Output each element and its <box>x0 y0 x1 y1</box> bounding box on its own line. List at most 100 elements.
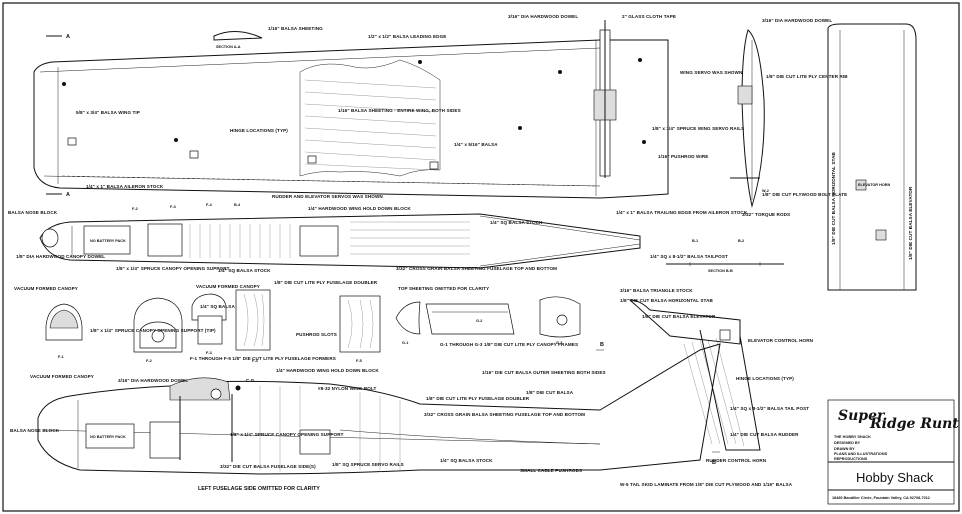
part-tag-f2: F-2 <box>132 207 138 211</box>
canopy-and-formers <box>45 289 581 353</box>
label-stab-vertical: 1/8" DIE CUT BALSA HORIZONTAL STAB <box>831 151 836 245</box>
label-hardwood-dowel-top: 3/16" DIA HARDWOOD DOWEL <box>508 14 578 19</box>
part-tag-g1: G-1 <box>402 341 408 345</box>
label-stab-right-vertical: 1/8" DIE CUT BALSA ELEVATOR <box>908 186 913 260</box>
label-sq-balsa: 1/4" SQ BALSA <box>200 304 235 309</box>
label-balsa-nose: BALSA NOSE BLOCK <box>8 210 58 215</box>
section-a-tag-bottom: A <box>66 192 70 198</box>
part-tag-f3-b: F-3 <box>206 351 212 355</box>
label-die-cut-balsa: 1/8" DIE CUT BALSA <box>526 390 574 395</box>
horizontal-stab-view <box>827 23 917 291</box>
label-aileron-stock: 1/4" x 1" BALSA AILERON STOCK <box>86 184 164 189</box>
section-b-tag-bottom: B <box>712 460 716 466</box>
label-tail-skid: W-5 TAIL SKID LAMINATE FROM 1/8" DIE CUT… <box>620 482 793 487</box>
label-hinge-locations-tail: HINGE LOCATIONS (TYP) <box>736 376 794 381</box>
part-tag-b1: B-1 <box>692 239 698 243</box>
part-tag-b4: B-4 <box>234 203 241 207</box>
brand-ridge-runt: Ridge Runt <box>869 416 959 432</box>
label-elevator-horn: ELEVATOR CONTROL HORN <box>748 338 814 343</box>
label-canopy-dowel: 1/8" DIA HARDWOOD CANOPY DOWEL <box>16 254 105 259</box>
label-section-b: SECTION B-B <box>708 269 733 273</box>
fuselage-side-view <box>37 343 721 475</box>
label-hardwood-wing: 1/4" HARDWOOD WING HOLD DOWN BLOCK <box>276 368 379 373</box>
label-cg: C.G. <box>246 378 256 383</box>
label-left-side: LEFT FUSELAGE SIDE OMITTED FOR CLARITY <box>198 486 320 492</box>
label-cross-grain-side: 3/32" CROSS GRAIN BALSA SHEETING FUSELAG… <box>424 412 585 417</box>
part-tag-w2: W-2 <box>762 189 769 193</box>
label-horiz-stab: 1/8" DIE CUT BALSA HORIZONTAL STAB <box>620 298 714 303</box>
part-tag-f4: F-4 <box>206 203 213 207</box>
label-elevator-horn-vertical: ELEVATOR HORN <box>858 183 891 187</box>
label-vac-canopy: VACUUM FORMED CANOPY <box>14 286 78 291</box>
label-rib: 1/8" DIE CUT LITE PLY CENTER RIB <box>766 74 848 79</box>
label-spruce-servo-rails: 1/8" SQ SPRUCE SERVO RAILS <box>332 462 404 467</box>
title-block <box>827 399 955 505</box>
label-glass-tape: 2" GLASS CLOTH TAPE <box>622 14 676 19</box>
label-leading-edge: 1/2" x 1/2" BALSA LEADING EDGE <box>368 34 446 39</box>
label-hardwood-dowel-right: 3/16" DIA HARDWOOD DOWEL <box>762 18 832 23</box>
label-doubler-side: 1/8" DIE CUT LITE PLY FUSELAGE DOUBLER <box>426 396 530 401</box>
label-spruce-support-side: 1/8" x 1/4" SPRUCE CANOPY OPENING SUPPOR… <box>230 432 344 437</box>
section-b-tag: B <box>600 342 604 348</box>
label-vac-canopy-2: VACUUM FORMED CANOPY <box>196 284 260 289</box>
title-small-line-5: REPRODUCTIONS <box>834 457 868 461</box>
label-dowel-side: 3/16" DIA HARDWOOD DOWEL <box>118 378 188 383</box>
label-tailpost: 1/4" SQ x 8-1/2" BALSA TAILPOST <box>650 254 728 259</box>
label-pushrod-slots: PUSHROD SLOTS <box>296 332 337 337</box>
label-hold-down-block: 1/4" HARDWOOD WING HOLD DOWN BLOCK <box>308 206 411 211</box>
label-rudder-horn: RUDDER CONTROL HORN <box>706 458 767 463</box>
fuselage-top-view <box>39 213 641 269</box>
title-small-line-4: PLANS AND ILLUSTRATIONS <box>834 452 888 456</box>
brand-super: Super <box>838 408 886 424</box>
label-wing-sheeting: 1/16" BALSA SHEETING - ENTIRE WING, BOTH… <box>338 108 461 113</box>
wing-plan-view: A A <box>33 20 669 199</box>
title-small-line-1: THE HOBBY SHACK <box>834 435 871 439</box>
label-outer-sheeting: 1/16" DIE CUT BALSA OUTER SHEETING BOTH … <box>482 370 606 375</box>
part-tag-f4-b: F-4 <box>252 359 259 363</box>
label-vac-canopy-side: VACUUM FORMED CANOPY <box>30 374 94 379</box>
part-tag-f1: F-1 <box>58 355 64 359</box>
part-tag-f3: F-3 <box>170 205 176 209</box>
part-tag-g2: G-2 <box>476 319 482 323</box>
label-sq-balsa-stock-2: 1/4" SQ BALSA STOCK <box>218 268 271 273</box>
tail-side-view: B B <box>596 299 761 466</box>
part-tag-f5: F-5 <box>356 359 362 363</box>
part-tags: F-2 F-3 F-4 B-4 F-1 F-2 F-3 F-4 F-5 G-1 … <box>58 189 769 363</box>
label-triangle-stock: 3/16" BALSA TRIANGLE STOCK <box>620 288 693 293</box>
label-section-a: SECTION A-A <box>216 45 241 49</box>
label-rudder-servo: RUDDER AND ELEVATOR SERVOS WAS SHOWN <box>272 194 383 199</box>
label-balsa-elevator: 1/8" DIE CUT BALSA ELEVATOR <box>642 314 716 319</box>
part-tag-f2-b: F-2 <box>146 359 152 363</box>
label-battery-pack: NO BATTERY PACK <box>90 239 126 243</box>
label-wing-tip: 5/8" x 3/4" BALSA WING TIP <box>76 110 140 115</box>
label-top-sheeting: TOP SHEETING OMITTED FOR CLARITY <box>398 286 489 291</box>
label-fuselage-sides: 3/32" DIE CUT BALSA FUSELAGE SIDE(S) <box>220 464 316 469</box>
label-rudder: 1/4" DIE CUT BALSA RUDDER <box>730 432 799 437</box>
label-hinge-locations-wing: HINGE LOCATIONS (TYP) <box>230 128 288 133</box>
label-cable-pushrods: SMALL CABLE PUSHRODS <box>520 468 582 473</box>
label-doubler: 1/8" DIE CUT LITE PLY FUSELAGE DOUBLER <box>274 280 378 285</box>
label-battery-pack-side: NO BATTERY PACK <box>90 435 126 439</box>
label-trailing-edge: 1/4" x 1" BALSA TRAILING EDGE FROM AILER… <box>616 210 748 215</box>
label-nylon-bolt: #8-32 NYLON WING BOLT <box>318 386 377 391</box>
title-small-line-2: DESIGNED BY <box>834 441 861 445</box>
part-tag-g3: G-3 <box>556 341 562 345</box>
company-address: 18480 Bandilier Circle, Fountain Valley,… <box>832 496 930 500</box>
label-wing-servo: WING SERVO WAS SHOWN <box>680 70 743 75</box>
label-canopy-support: 1/8" x 1/4" SPRUCE CANOPY OPENING SUPPOR… <box>116 266 230 271</box>
label-tail-post: 1/4" SQ x 8-1/2" BALSA TAIL POST <box>730 406 809 411</box>
label-spruce-rails: 1/8" x 1/4" SPRUCE WING SERVO RAILS <box>652 126 744 131</box>
label-sq-balsa-stock: 1/4" SQ BALSA STOCK <box>490 220 543 225</box>
label-formers: F-1 THROUGH F-5 1/8" DIE CUT LITE PLY FU… <box>190 356 336 361</box>
label-spruce-support-tip: 1/8" x 1/4" SPRUCE CANOPY OPENING SUPPOR… <box>90 328 216 333</box>
label-wing-tip-sheeting: 1/16" BALSA SHEETING <box>268 26 323 31</box>
label-nose-block-side: BALSA NOSE BLOCK <box>10 428 60 433</box>
company-name: Hobby Shack <box>856 470 934 485</box>
label-pushrod-wire: 1/16" PUSHROD WIRE <box>658 154 708 159</box>
section-b-view <box>666 262 784 266</box>
section-a-tag: A <box>66 34 70 40</box>
label-sq-stock-side: 1/4" SQ BALSA STOCK <box>440 458 493 463</box>
label-canopy-frames: G-1 THROUGH G-3 1/8" DIE CUT LITE PLY CA… <box>440 342 578 347</box>
